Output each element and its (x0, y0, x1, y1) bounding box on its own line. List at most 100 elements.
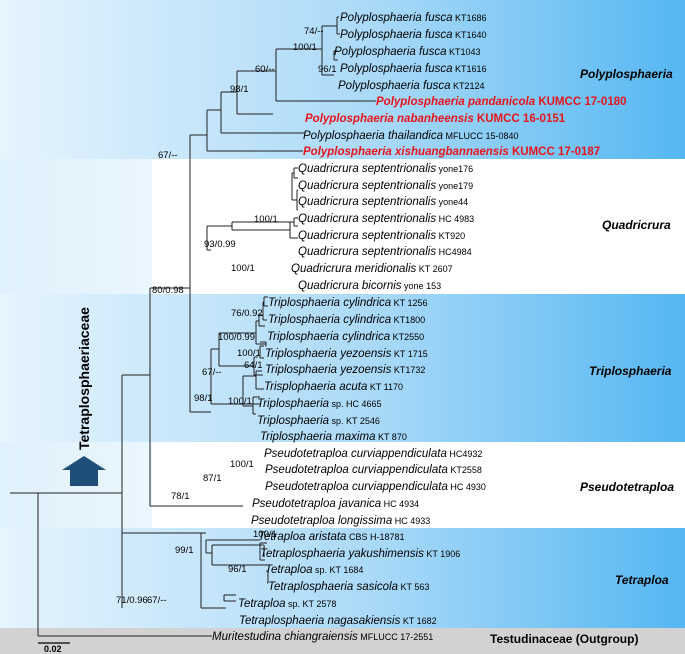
taxon-species: Quadricrura bicornis (298, 280, 402, 292)
taxon-label: Triplosphaeria cylindrica KT2550 (267, 331, 424, 343)
support-value: 64/1 (244, 360, 263, 371)
support-value: 67/-- (202, 367, 222, 378)
support-value: 87/1 (203, 473, 222, 484)
tree-branches (10, 16, 376, 637)
taxon-species: Quadricrura meridionalis (291, 263, 417, 275)
taxon-accession: sp. KT 2578 (286, 599, 337, 609)
taxon-accession: sp. KT 2546 (329, 416, 380, 426)
taxon-species: Tetraploa (265, 564, 313, 576)
taxon-accession: KT1616 (453, 64, 487, 74)
support-value: 60/-- (255, 64, 275, 75)
taxon-accession: HC 4930 (448, 482, 486, 492)
taxon-label: Muritestudina chiangraiensis MFLUCC 17-2… (212, 631, 433, 643)
taxon-species: Quadricrura septentrionalis (298, 196, 436, 208)
taxon-label: Pseudotetraploa curviappendiculata HC 49… (265, 481, 486, 493)
taxon-accession: yone179 (436, 181, 473, 191)
taxon-species: Quadricrura septentrionalis (298, 213, 436, 225)
taxon-accession: KT 870 (375, 432, 406, 442)
taxon-label: Polyplosphaeria thailandica MFLUCC 15-08… (303, 130, 519, 142)
taxon-accession: sp. KT 1684 (313, 565, 364, 575)
taxon-label: Triplosphaeria cylindrica KT1800 (268, 314, 425, 326)
taxon-label: Pseudotetraploa curviappendiculata KT255… (265, 464, 482, 476)
taxon-species: Polyplosphaeria fusca (340, 29, 453, 41)
taxon-accession: KT2124 (451, 81, 485, 91)
taxon-species: Pseudotetraploa curviappendiculata (265, 481, 448, 493)
scale-label: 0.02 (44, 644, 62, 654)
taxon-label: Triplosphaeria cylindrica KT 1256 (268, 297, 428, 309)
taxon-species: Quadricrura septentrionalis (298, 163, 436, 175)
taxon-accession: KT1686 (453, 13, 487, 23)
support-value: 100/1 (254, 214, 278, 225)
taxon-label: Quadricrura septentrionalis KT920 (298, 230, 465, 242)
taxon-labels: Polyplosphaeria fusca KT1686Polyplosphae… (212, 12, 627, 643)
taxon-label: Polyplosphaeria pandanicola KUMCC 17-018… (376, 96, 627, 108)
taxon-species: Triplosphaeria maxima (260, 431, 375, 443)
taxon-accession: KUMCC 17-0187 (509, 146, 600, 158)
taxon-label: Polyplosphaeria fusca KT2124 (338, 80, 485, 92)
taxon-label: Quadricrura bicornis yone 153 (298, 280, 441, 292)
taxon-species: Polyplosphaeria xishuangbannaensis (303, 146, 509, 158)
band-triplosphaeria (0, 294, 685, 442)
taxon-accession: yone44 (436, 197, 468, 207)
support-value: 99/1 (175, 545, 194, 556)
family-arrow-icon (62, 456, 106, 486)
support-value: 98/1 (230, 84, 249, 95)
taxon-label: Quadricrura septentrionalis yone176 (298, 163, 473, 175)
taxon-label: Polyplosphaeria nabanheensis KUMCC 16-01… (305, 113, 566, 125)
taxon-label: Triplosphaeria sp. KT 2546 (257, 415, 380, 427)
outgroup-label: Testudinaceae (Outgroup) (490, 632, 638, 646)
support-value: 93/0.99 (204, 239, 236, 250)
taxon-label: Tetraplosphaeria sasicola KT 563 (268, 581, 429, 593)
clade-label-quadricrura: Quadricrura (602, 218, 671, 232)
support-value: 96/1 (318, 64, 337, 75)
support-value: 76/0.92 (231, 308, 263, 319)
taxon-label: Polyplosphaeria fusca KT1640 (340, 29, 487, 41)
taxon-species: Tetraplosphaeria sasicola (268, 581, 398, 593)
support-value: 96/1 (228, 564, 247, 575)
taxon-species: Triplosphaeria cylindrica (268, 297, 391, 309)
taxon-label: Triplosphaeria yezoensis KT1732 (265, 364, 425, 376)
taxon-label: Triplosphaeria sp. HC 4665 (257, 398, 382, 410)
taxon-accession: HC 4934 (381, 499, 419, 509)
taxon-species: Quadricrura septentrionalis (298, 246, 436, 258)
support-value: 100/1 (253, 529, 277, 540)
taxon-accession: KT1732 (391, 365, 425, 375)
clade-label-pseudotetraploa: Pseudotetraploa (580, 480, 674, 494)
taxon-species: Pseudotetraploa longissima (251, 515, 392, 527)
taxon-label: Pseudotetraploa javanica HC 4934 (252, 498, 419, 510)
support-value: 100/1 (230, 459, 254, 470)
support-value: 100/0.99 (218, 332, 255, 343)
taxon-accession: KT 1715 (391, 349, 427, 359)
taxon-accession: KT 1682 (400, 616, 436, 626)
taxon-accession: HC 4933 (392, 516, 430, 526)
taxon-label: Quadricrura septentrionalis HC4984 (298, 246, 472, 258)
taxon-accession: MFLUCC 15-0840 (443, 131, 519, 141)
taxon-accession: KT920 (436, 231, 465, 241)
taxon-label: Quadricrura septentrionalis yone44 (298, 196, 468, 208)
taxon-label: Polyplosphaeria fusca KT1616 (340, 63, 487, 75)
taxon-species: Quadricrura septentrionalis (298, 180, 436, 192)
taxon-species: Pseudotetraploa javanica (252, 498, 381, 510)
taxon-label: Quadricrura meridionalis KT 2607 (291, 263, 453, 275)
taxon-species: Polyplosphaeria fusca (338, 80, 451, 92)
taxon-species: Muritestudina chiangraiensis (212, 631, 358, 643)
band-polyplosphaeria (0, 0, 685, 159)
support-value: 98/1 (194, 393, 213, 404)
taxon-label: Polyplosphaeria fusca KT1043 (334, 46, 481, 58)
taxon-label: Tetraploa sp. KT 2578 (238, 598, 336, 610)
taxon-label: Triplosphaeria maxima KT 870 (260, 431, 407, 443)
taxon-species: Tetraploa aristata (258, 531, 346, 543)
taxon-accession: KT1800 (391, 315, 425, 325)
taxon-label: Tetraploa aristata CBS H-18781 (258, 531, 404, 543)
taxon-species: Quadricrura septentrionalis (298, 230, 436, 242)
taxon-accession: KT 1170 (367, 382, 403, 392)
taxon-species: Tetraplosphaeria yakushimensis (260, 548, 424, 560)
clade-label-polyplosphaeria: Polyplosphaeria (580, 67, 673, 81)
taxon-accession: KT2550 (390, 332, 424, 342)
taxon-label: Pseudotetraploa longissima HC 4933 (251, 515, 430, 527)
support-value: 80/0.98 (152, 285, 184, 296)
family-label: Tetraplosphaeriaceae (76, 307, 92, 450)
taxon-accession: HC4984 (436, 247, 472, 257)
taxon-accession: KT 563 (398, 582, 429, 592)
